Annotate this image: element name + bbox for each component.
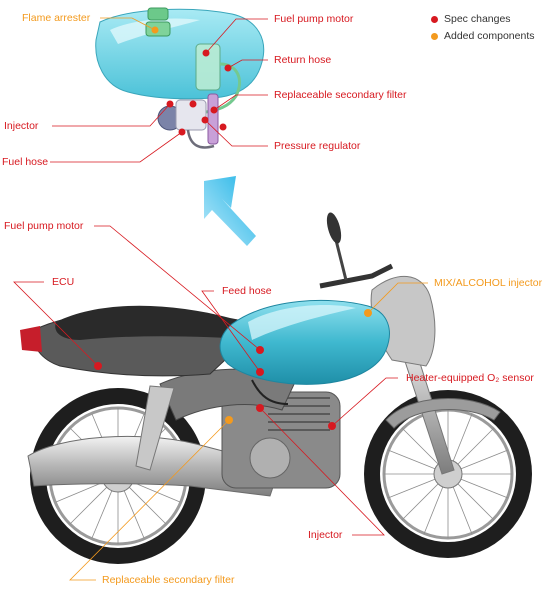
zoom-arrow bbox=[204, 176, 256, 246]
engine-block bbox=[221, 391, 341, 489]
seat bbox=[55, 305, 273, 340]
inset-fuel-tank-assembly bbox=[95, 7, 265, 149]
handlebar bbox=[319, 263, 394, 289]
label-inset-injector: Injector bbox=[4, 120, 39, 132]
label-pressure-regulator: Pressure regulator bbox=[274, 140, 361, 152]
leader-secondary-filter bbox=[69, 419, 230, 581]
legend-spec-changes: Spec changes bbox=[444, 13, 511, 25]
fuel-line bbox=[251, 379, 289, 405]
leader-inset-fuel-pump-motor bbox=[205, 18, 268, 54]
label-o2-sensor: Heater-equipped O₂ sensor bbox=[406, 372, 534, 384]
label-return-hose: Return hose bbox=[274, 54, 332, 66]
motorcycle-illustration bbox=[20, 212, 532, 564]
inset-fuel-hose-part bbox=[186, 129, 215, 149]
label-inset-fuel-hose: Fuel hose bbox=[2, 156, 49, 168]
label-fuel-pump-motor: Fuel pump motor bbox=[4, 220, 84, 232]
tail-light bbox=[20, 326, 42, 352]
rear-shock bbox=[135, 385, 175, 471]
inset-throttle-body bbox=[175, 99, 207, 131]
label-flame-arrester: Flame arrester bbox=[22, 12, 91, 24]
legend-added-components: Added components bbox=[444, 30, 535, 42]
label-injector: Injector bbox=[308, 529, 343, 541]
label-secondary-filter: Replaceable secondary filter bbox=[102, 574, 235, 586]
mirror bbox=[326, 212, 342, 244]
fuel-tank-highlight bbox=[248, 304, 356, 340]
leader-pressure-regulator bbox=[204, 119, 268, 147]
inset-pump-module bbox=[195, 43, 221, 91]
front-fender bbox=[385, 398, 501, 429]
leader-inset-injector bbox=[52, 103, 171, 127]
leader-o2-sensor bbox=[331, 377, 398, 427]
label-ecu: ECU bbox=[52, 276, 75, 288]
front-wheel bbox=[364, 390, 532, 558]
inset-secondary-filter-part bbox=[207, 93, 219, 145]
leader-fuel-pump-motor bbox=[94, 225, 261, 351]
leader-injector bbox=[259, 407, 385, 536]
leader-inset-secondary-filter bbox=[213, 94, 268, 111]
legend-added-dot bbox=[431, 33, 438, 40]
leader-flame-arrester bbox=[100, 17, 156, 31]
label-inset-fuel-pump-motor: Fuel pump motor bbox=[274, 13, 354, 25]
leader-ecu bbox=[13, 281, 99, 367]
legend-spec-dot bbox=[431, 16, 438, 23]
marker-inset-injector-b bbox=[189, 100, 197, 108]
bike-leader-lines bbox=[13, 225, 428, 581]
inset-markers bbox=[151, 26, 232, 136]
label-inset-secondary-filter: Replaceable secondary filter bbox=[274, 89, 407, 101]
label-mix-alcohol-injector: MIX/ALCOHOL injector bbox=[434, 277, 543, 289]
leader-return-hose bbox=[227, 59, 268, 69]
leader-inset-fuel-hose bbox=[50, 131, 183, 163]
leader-mix-alcohol-injector bbox=[367, 282, 428, 314]
marker-inset-extra bbox=[219, 123, 227, 131]
leader-feed-hose bbox=[201, 290, 261, 373]
label-feed-hose: Feed hose bbox=[222, 285, 272, 297]
inset-leader-lines bbox=[50, 17, 268, 163]
inset-fuel-cap bbox=[147, 7, 169, 21]
